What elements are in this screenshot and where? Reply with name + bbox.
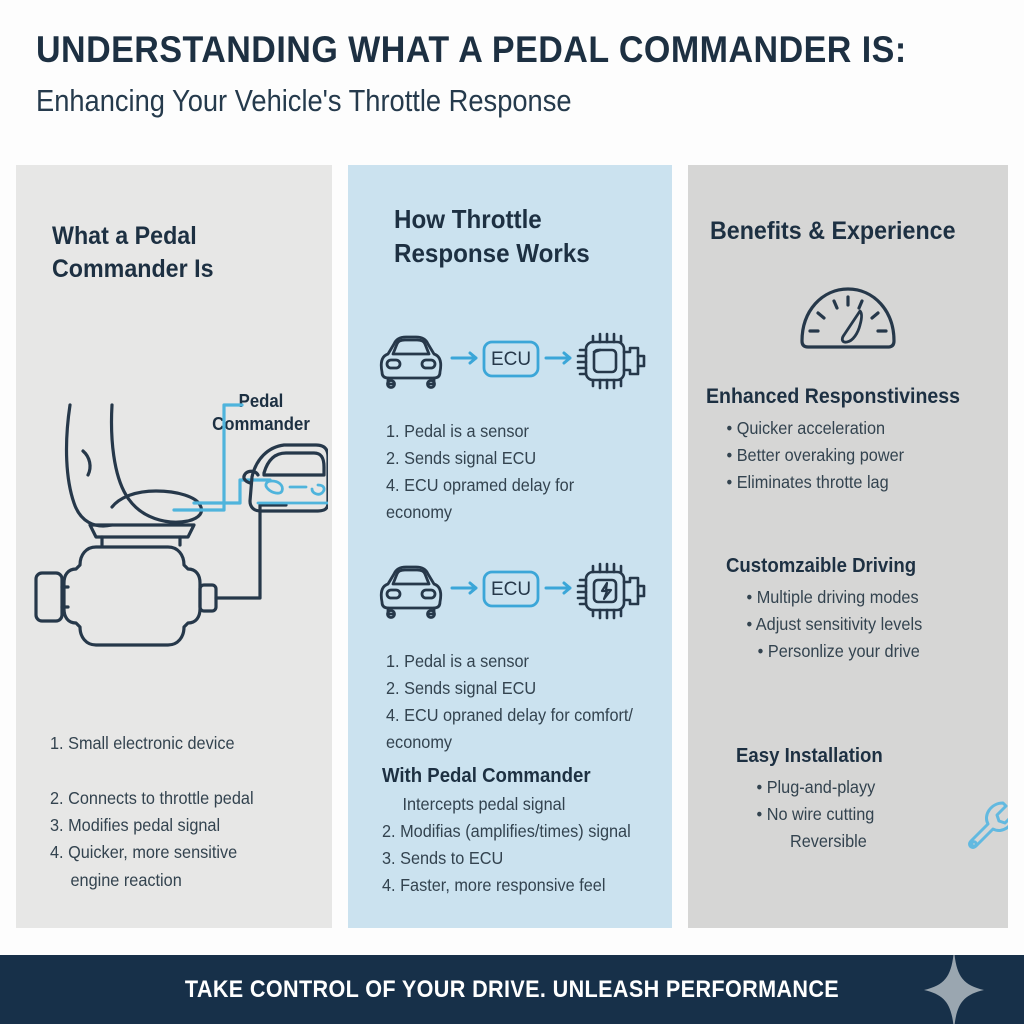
list-item: • Personlize your drive: [757, 641, 920, 662]
bullet-text: Personlize your drive: [767, 641, 920, 662]
arrow-icon: [450, 581, 478, 595]
page-title: UNDERSTANDING WHAT A PEDAL COMMANDER IS:: [36, 29, 907, 70]
svg-text:ECU: ECU: [491, 349, 531, 370]
bullet-text: Adjust sensitivity levels: [755, 614, 923, 635]
benefit-section-customizable: Customzaible Driving • Multiple driving …: [726, 555, 1006, 665]
sparkle-icon: [922, 955, 986, 1024]
arrow-icon: [450, 351, 478, 365]
list-item: 2. Sends signal ECU: [386, 678, 537, 699]
list-item: 3. Modifies pedal signal: [50, 815, 221, 836]
list-item: Intercepts pedal signal: [402, 794, 566, 814]
callout-line1: Pedal: [238, 391, 284, 411]
svg-text:ECU: ECU: [491, 579, 531, 600]
bullet-text: Multiple driving modes: [756, 587, 919, 607]
panel-row: What a Pedal Commander Is Pedal Commande…: [16, 165, 1008, 928]
ecu-box-icon: ECU: [482, 340, 540, 378]
section-bullets: • Quicker acceleration • Better overakin…: [706, 415, 985, 496]
list-item: 3. Sends to ECU: [382, 848, 504, 869]
car-icon: [379, 565, 443, 619]
pedal-commander-callout-label: Pedal Commander: [205, 390, 317, 435]
section-title: Enhanced Responstiviness: [706, 385, 960, 408]
list-item: 4. Quicker, more sensitive: [50, 842, 238, 863]
list-item: 4. Faster, more responsive feel: [382, 875, 606, 896]
panel1-heading-line1: What a Pedal: [52, 222, 197, 250]
speedometer-icon: [796, 275, 900, 356]
panel2-heading-line1: How Throttle: [394, 204, 542, 234]
panel2-heading-line2: Response Works: [394, 237, 590, 268]
panel-how-it-works: How Throttle Response Works: [348, 165, 672, 928]
panel1-heading: What a Pedal Commander Is: [52, 220, 214, 285]
benefit-section-installation: Easy Installation • Plug-and-playy • No …: [736, 745, 1008, 855]
list-item: • Multiple driving modes: [746, 587, 919, 607]
list-item: • Adjust sensitivity levels: [746, 614, 923, 635]
panel2-list-stock: 1. Pedal is a sensor 2. Sends signal ECU…: [386, 418, 646, 527]
list-item-continuation: Reversible: [756, 828, 977, 855]
header: UNDERSTANDING WHAT A PEDAL COMMANDER IS:…: [36, 29, 996, 119]
flow-diagram-pedal-commander: ECU: [376, 560, 646, 622]
bullet-text: No wire cutting: [766, 804, 875, 825]
arrow-icon: [544, 581, 572, 595]
car-icon: [379, 335, 443, 389]
footer-banner: TAKE CONTROL OF YOUR DRIVE. UNLEASH PERF…: [0, 955, 1024, 1024]
pedal-engine-diagram: [28, 385, 330, 685]
list-item: • Quicker acceleration: [726, 418, 886, 438]
footer-tagline: TAKE CONTROL OF YOUR DRIVE. UNLEASH PERF…: [184, 975, 840, 1003]
list-spacer: [50, 757, 310, 785]
list-item-continuation: economy: [386, 502, 453, 523]
panel2-list-comfort: 1. Pedal is a sensor 2. Sends signal ECU…: [386, 648, 656, 757]
panel-what-is: What a Pedal Commander Is Pedal Commande…: [16, 165, 332, 928]
benefit-section-responsiveness: Enhanced Responstiviness • Quicker accel…: [706, 385, 1006, 496]
chip-icon: [576, 332, 646, 390]
list-item: 4. ECU opraned delay for comfort/: [386, 705, 633, 726]
list-item: 2. Modifias (amplifies/times) signal: [382, 821, 631, 842]
list-item: 2. Connects to throttle pedal: [50, 788, 254, 809]
list-item-continuation: engine reaction: [70, 869, 182, 890]
with-pedal-commander-heading: With Pedal Commander: [382, 765, 591, 787]
list-item: 1. Pedal is a sensor: [386, 421, 529, 441]
panel2-heading: How Throttle Response Works: [394, 203, 590, 271]
flow-diagram-stock: ECU: [376, 330, 646, 392]
callout-line2: Commander: [212, 413, 310, 434]
list-item: • Better overaking power: [726, 445, 905, 466]
arrow-icon: [544, 351, 572, 365]
list-item: 1. Pedal is a sensor: [386, 651, 529, 671]
list-item: • Plug-and-playy: [756, 777, 876, 797]
wrench-icon: [966, 800, 1008, 861]
chip-bolt-icon: [576, 562, 646, 620]
bullet-text: Eliminates throtte lag: [736, 472, 889, 493]
section-title: Easy Installation: [736, 745, 883, 767]
section-title: Customzaible Driving: [726, 555, 917, 577]
list-item: • Eliminates throtte lag: [726, 472, 889, 493]
section-bullets: • Multiple driving modes • Adjust sensit…: [726, 584, 986, 665]
page-subtitle: Enhancing Your Vehicle's Throttle Respon…: [36, 82, 572, 118]
section-bullets: • Plug-and-playy • No wire cutting Rever…: [736, 774, 978, 855]
panel1-list: 1. Small electronic device 2. Connects t…: [50, 730, 310, 894]
bullet-text: Better overaking power: [736, 445, 905, 466]
bullet-text: Plug-and-playy: [766, 777, 876, 797]
list-item: 2. Sends signal ECU: [386, 448, 537, 469]
panel1-heading-line2: Commander Is: [52, 254, 214, 283]
list-item: 4. ECU opramed delay for: [386, 475, 575, 496]
ecu-box-icon: ECU: [482, 570, 540, 608]
panel3-heading: Benefits & Experience: [710, 217, 956, 245]
list-item-continuation: economy: [386, 732, 453, 753]
list-item: • No wire cutting: [756, 804, 875, 825]
with-pedal-commander-list: Intercepts pedal signal 2. Modifias (amp…: [382, 791, 661, 900]
list-item: 1. Small electronic device: [50, 733, 235, 753]
panel2-with-pedal-commander: With Pedal Commander Intercepts pedal si…: [382, 765, 672, 900]
bullet-text: Reversible: [789, 831, 867, 852]
panel-benefits: Benefits & Experience Enhanced Responsti…: [688, 165, 1008, 928]
bullet-text: Quicker acceleration: [736, 418, 886, 438]
